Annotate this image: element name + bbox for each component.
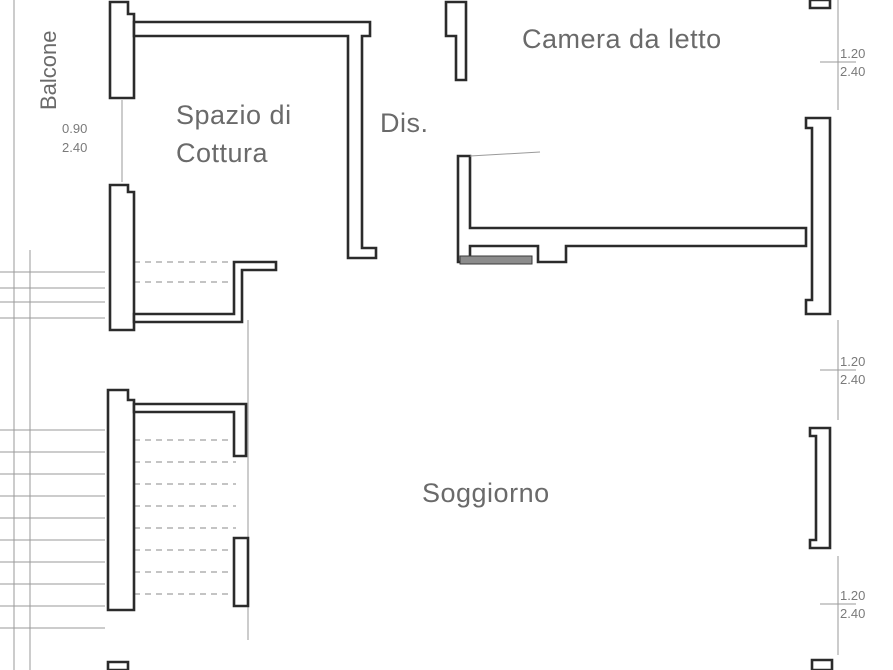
left-wall-upper [108,0,136,100]
room-label-living: Soggiorno [422,478,550,508]
room-label-kitchen-line2: Cottura [176,138,269,168]
right-wall-top [808,0,832,10]
left-wall-middle [108,183,136,332]
dimension-living-upper-width: 1.20 [840,354,865,369]
right-wall-bedroom [804,116,832,316]
stair-wall-top [132,402,248,458]
kitchen-top-wall [132,20,378,260]
dimension-living-lower-window: 1.20 2.40 [840,588,865,621]
room-label-hall: Dis. [380,108,429,138]
right-wall-living [808,426,832,550]
bedroom-door-jamb [444,0,468,82]
left-wall-bottom [106,660,130,670]
balcony-railing [0,0,105,670]
bedroom-bottom-wall [456,154,808,264]
dimension-living-lower-width: 1.20 [840,588,865,603]
dimension-kitchen-height: 2.40 [62,140,87,155]
dimension-bedroom-window: 1.20 2.40 [840,46,865,79]
dimension-living-upper-window: 1.20 2.40 [840,354,865,387]
right-wall-bottom [810,658,834,670]
dimension-living-upper-height: 2.40 [840,372,865,387]
dimension-kitchen-width: 0.90 [62,121,87,136]
dimension-living-lower-height: 2.40 [840,606,865,621]
left-wall-lower [106,388,136,612]
room-label-kitchen-line1: Spazio di [176,100,292,130]
kitchen-counter-wall [132,260,278,324]
room-label-balcony: Balcone [36,30,61,110]
dimension-bedroom-width: 1.20 [840,46,865,61]
door-threshold [459,255,533,265]
dimension-bedroom-height: 2.40 [840,64,865,79]
window-lines [121,0,856,655]
dimension-kitchen-window: 0.90 2.40 [62,121,87,155]
room-label-bedroom: Camera da letto [522,24,722,54]
door-swing-line [469,151,541,157]
stair-wall-bottom [232,536,250,608]
